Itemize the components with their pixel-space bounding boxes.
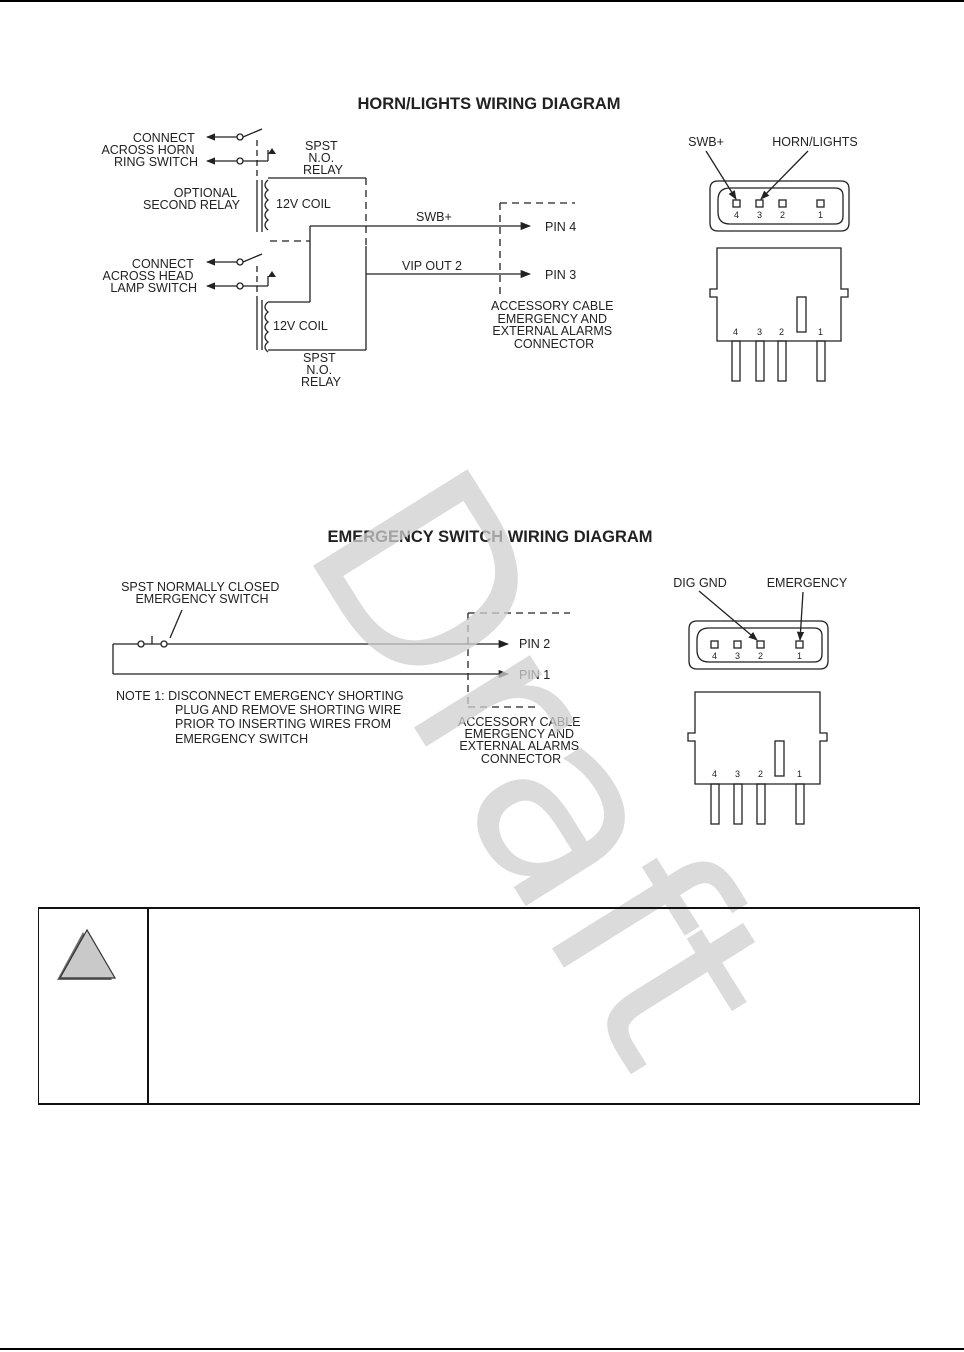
pin2-label: PIN 2 <box>519 637 550 651</box>
caution-triangle-icon <box>57 928 117 980</box>
emergency-note: NOTE 1: DISCONNECT EMERGENCY SHORTING PL… <box>116 689 407 746</box>
coil-top-label: 12V COIL <box>276 197 331 211</box>
horn-side-pin-numbers: 4 3 2 1 <box>733 327 823 337</box>
relay-bottom-label: SPST N.O. RELAY <box>301 351 342 389</box>
emergency-switch-label: SPST NORMALLY CLOSED EMERGENCY SWITCH <box>121 580 283 606</box>
horn-conn-lights-label: HORN/LIGHTS <box>772 135 857 149</box>
emergency-side-pin-numbers: 4 3 2 1 <box>712 769 802 779</box>
emergency-connector-side <box>687 691 828 825</box>
horn-accessory-label: ACCESSORY CABLE EMERGENCY AND EXTERNAL A… <box>491 299 617 351</box>
top-rule <box>0 0 964 2</box>
horn-diagram-title: HORN/LIGHTS WIRING DIAGRAM <box>357 95 620 113</box>
coil-bottom-label: 12V COIL <box>273 319 328 333</box>
caution-box <box>38 907 920 1105</box>
relay-top-label: SPST N.O. RELAY <box>303 139 344 177</box>
emergency-accessory-label: ACCESSORY CABLE EMERGENCY AND EXTERNAL A… <box>458 715 584 766</box>
arrow-up-icon <box>268 271 276 277</box>
vip-wire-label: VIP OUT 2 <box>402 259 462 273</box>
horn-connector-side <box>709 247 849 382</box>
bottom-rule <box>0 1348 964 1350</box>
pin3-label: PIN 3 <box>545 268 576 282</box>
pin1-label: PIN 1 <box>519 668 550 682</box>
emergency-diagram-title: EMERGENCY SWITCH WIRING DIAGRAM <box>327 528 652 546</box>
horn-conn-swb-label: SWB+ <box>688 135 724 149</box>
arrow-up-icon <box>268 148 276 154</box>
horn-connect-label: CONNECT ACROSS HORN RING SWITCH <box>101 131 198 169</box>
caution-divider <box>147 907 149 1105</box>
horn-face-pin-numbers: 4 3 2 1 <box>734 210 823 220</box>
optional-relay-label: OPTIONAL SECOND RELAY <box>143 186 241 212</box>
emergency-conn-emergency-label: EMERGENCY <box>767 576 848 590</box>
emergency-face-pin-numbers: 4 3 2 1 <box>712 651 802 661</box>
emergency-connector-face <box>688 590 829 670</box>
swb-wire-label: SWB+ <box>416 210 452 224</box>
emergency-conn-gnd-label: DIG GND <box>673 576 726 590</box>
horn-connector-face <box>705 150 850 232</box>
lamp-connect-label: CONNECT ACROSS HEAD LAMP SWITCH <box>103 257 197 295</box>
pin4-label: PIN 4 <box>545 220 576 234</box>
